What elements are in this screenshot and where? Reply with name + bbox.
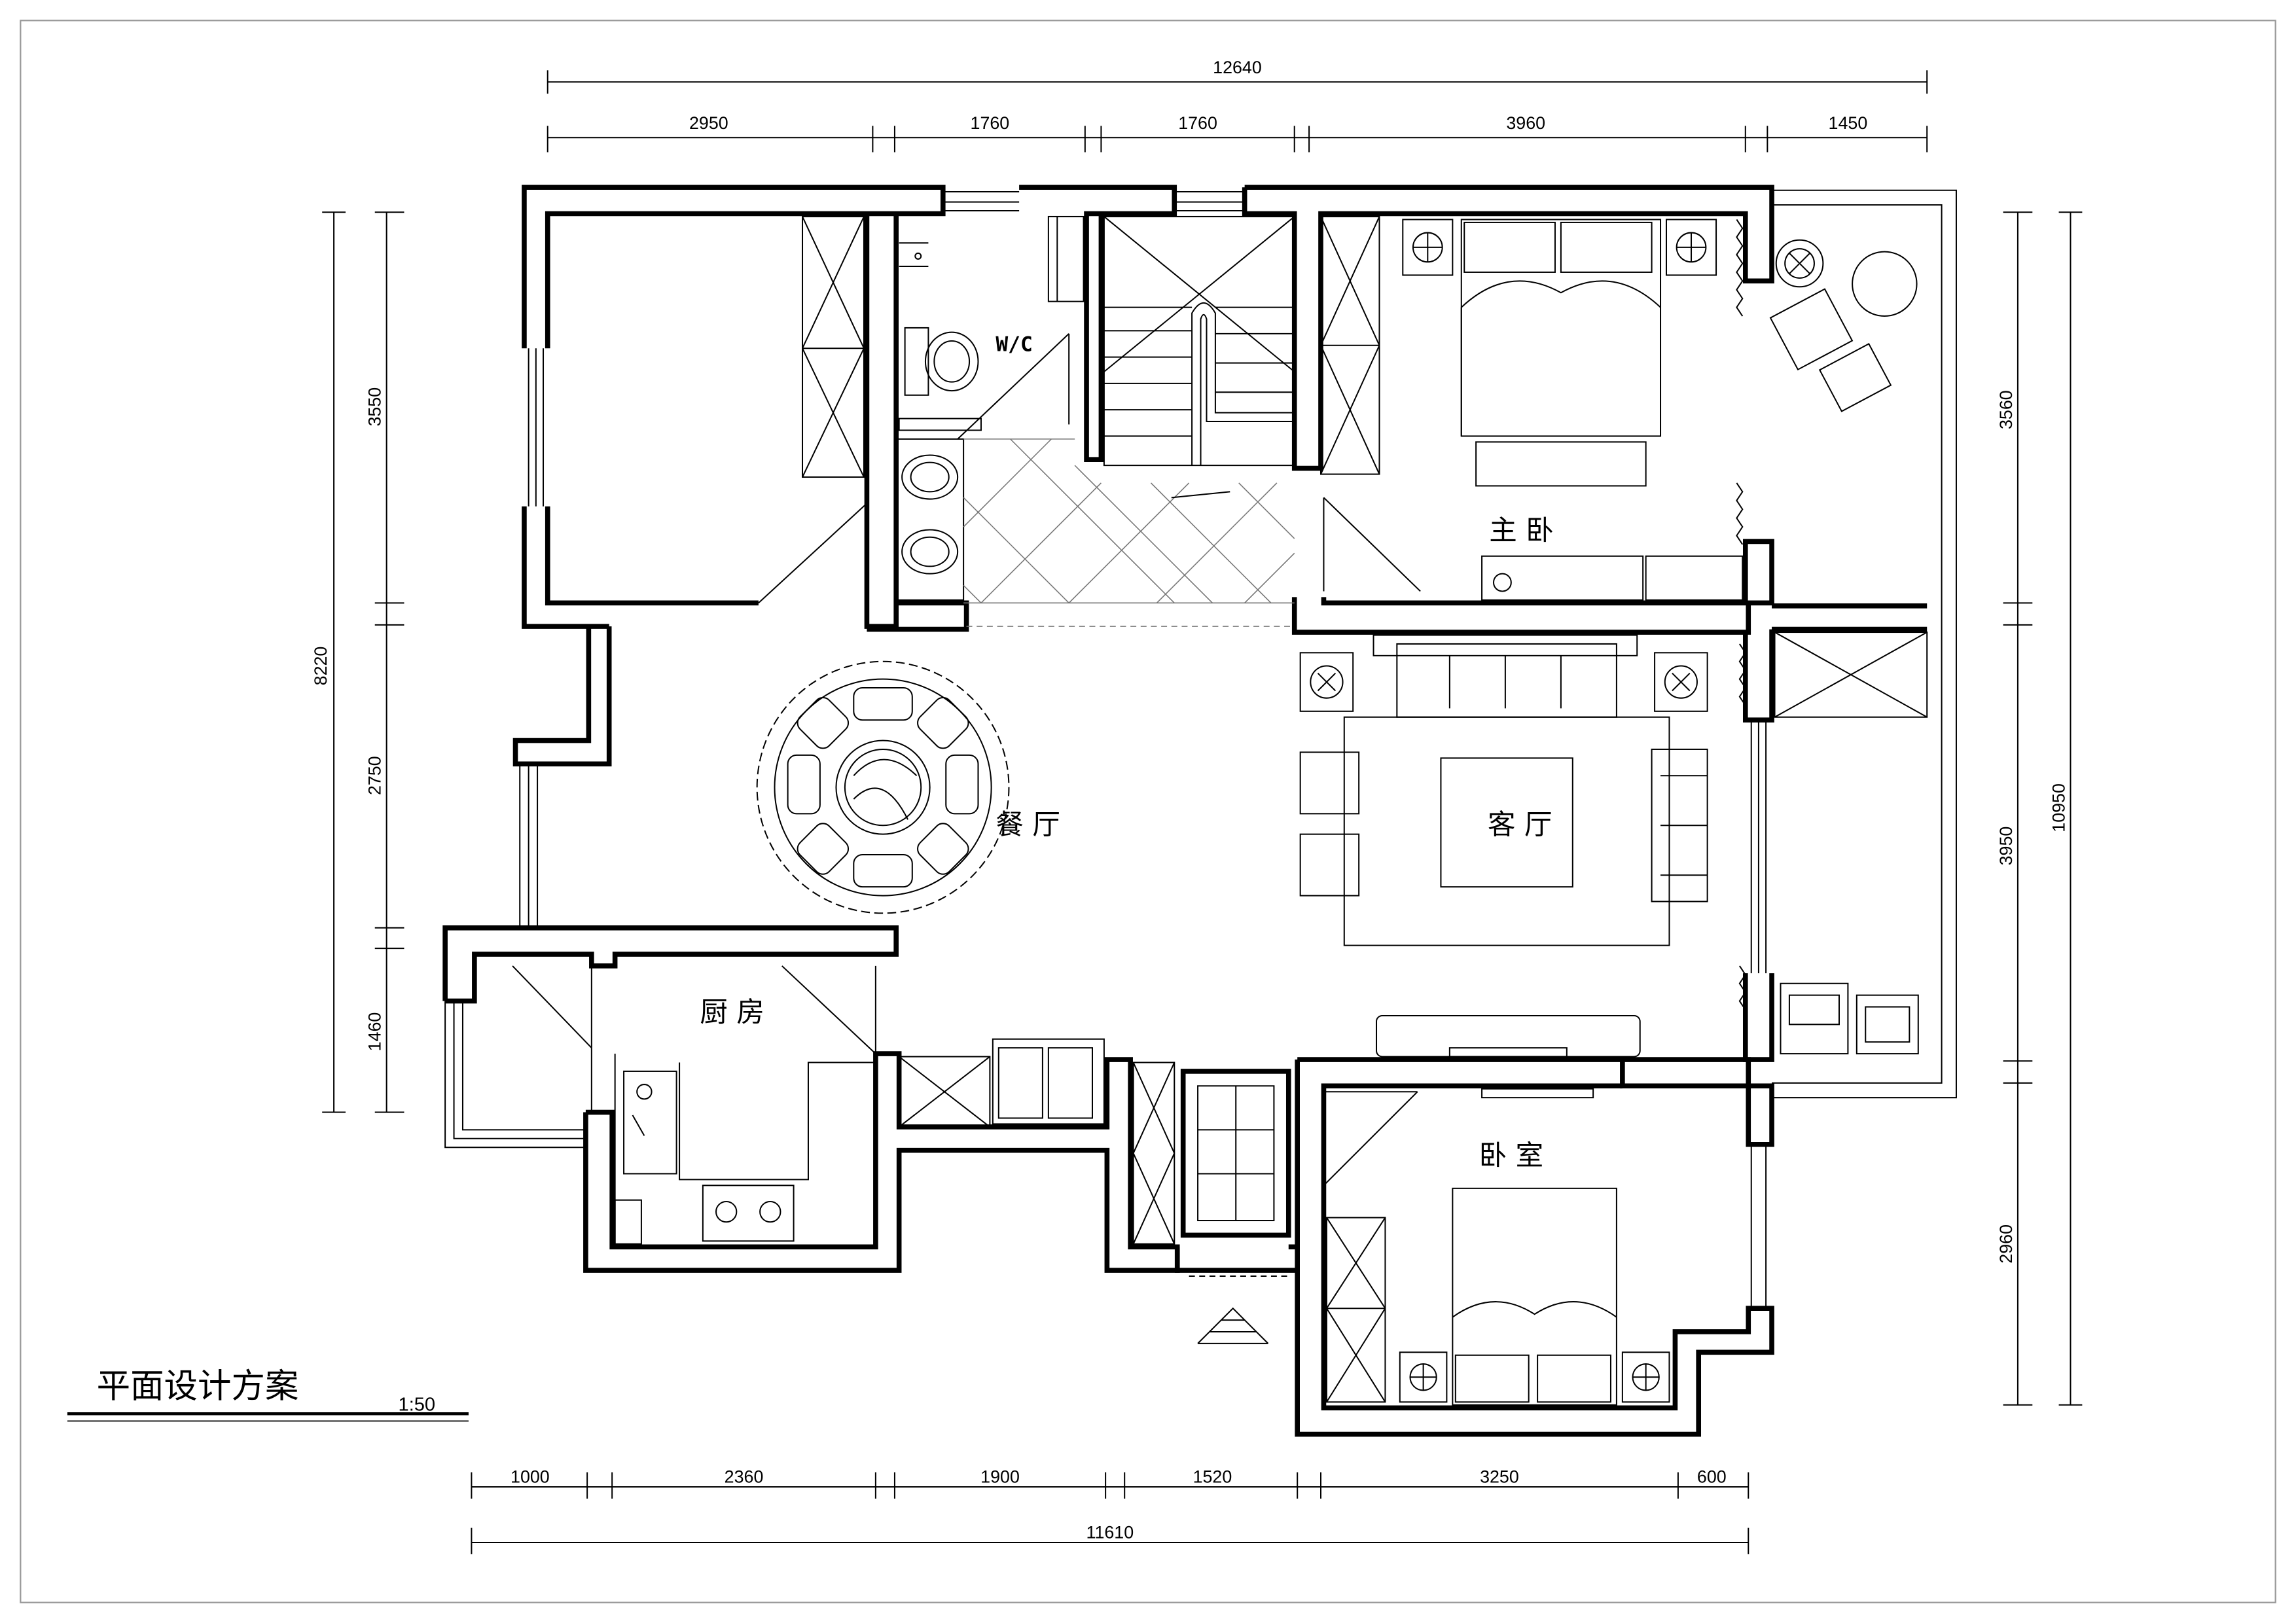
- dim-top-1: 2950: [689, 113, 728, 133]
- dim-bottom-6: 600: [1697, 1467, 1727, 1486]
- dimension-left: 8220 3550 2750 1460: [311, 211, 404, 1113]
- left-wardrobe: [758, 215, 868, 604]
- dim-top-total: 12640: [1213, 58, 1262, 77]
- room-label-dining: 餐 厅: [996, 810, 1060, 842]
- dim-top-3: 1760: [1178, 113, 1217, 133]
- dim-top-5: 1450: [1829, 113, 1868, 133]
- dim-top-4: 3960: [1506, 113, 1545, 133]
- plan-scale: 1:50: [399, 1395, 436, 1416]
- dim-left-1: 3550: [365, 387, 385, 427]
- dim-right-2: 3950: [1996, 827, 2016, 866]
- dim-right-3: 2960: [1996, 1224, 2016, 1264]
- room-label-bedroom: 卧 室: [1479, 1140, 1544, 1172]
- dim-bottom-5: 3250: [1480, 1467, 1519, 1486]
- dim-top-2: 1760: [971, 113, 1010, 133]
- staircase: [1103, 215, 1295, 499]
- dim-bottom-1: 1000: [511, 1467, 550, 1486]
- dimension-top: 12640 2950 1760 1760 3960 1450: [547, 58, 1928, 152]
- dining-set: 餐 厅: [756, 660, 1060, 914]
- dim-bottom-3: 1900: [980, 1467, 1020, 1486]
- balcony-chairs: [1769, 239, 1918, 412]
- dim-left-3: 1460: [365, 1012, 385, 1052]
- master-bedroom-furniture: 主 卧: [1319, 215, 1747, 1010]
- balcony: [1772, 189, 1957, 1099]
- dim-right-total: 10950: [2049, 783, 2069, 832]
- living-room-set: 客 厅: [1299, 634, 1708, 1058]
- kitchen-fixtures: 厨 房: [512, 965, 876, 1248]
- room-label-wc: W/C: [996, 333, 1033, 357]
- windows: [444, 190, 1767, 1309]
- dim-bottom-2: 2360: [725, 1467, 764, 1486]
- room-label-living: 客 厅: [1488, 810, 1552, 842]
- dim-left-2: 2750: [365, 756, 385, 795]
- wc-fixtures: W/C: [895, 215, 1085, 601]
- dim-left-total: 8220: [311, 647, 331, 686]
- plan-title-block: 平面设计方案 1:50: [67, 1367, 469, 1422]
- sheet-border: [20, 20, 2276, 1603]
- room-label-master-bedroom: 主 卧: [1489, 515, 1554, 547]
- corridor-tiles: [963, 438, 1295, 627]
- bedroom-furniture: 卧 室: [1323, 1088, 1670, 1406]
- room-label-kitchen: 厨 房: [700, 997, 764, 1029]
- dimension-right: 3560 3950 2960 10950: [1996, 211, 2083, 1406]
- dimension-bottom: 1000 2360 1900 1520 3250 600 11610: [471, 1467, 1749, 1554]
- dim-right-1: 3560: [1996, 390, 2016, 429]
- hallway-fixtures: [898, 1038, 1291, 1344]
- dim-bottom-4: 1520: [1193, 1467, 1232, 1486]
- dim-bottom-total: 11610: [1086, 1522, 1134, 1542]
- plan-title: 平面设计方案: [97, 1367, 299, 1406]
